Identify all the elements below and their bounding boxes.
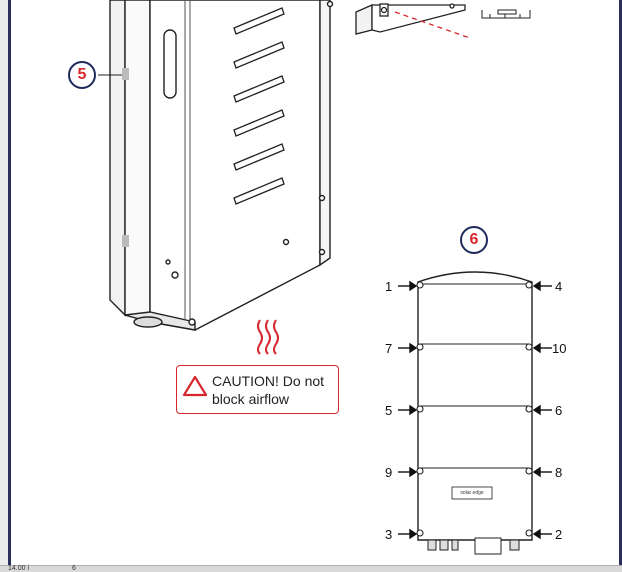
caution-box: CAUTION! Do not block airflow [176, 365, 339, 414]
bolt-arrows-left [398, 280, 418, 540]
bolt-label-left-5: 3 [385, 527, 393, 542]
bolt-label-right-1: 4 [555, 279, 563, 294]
bolt-label-right-2: 10 [552, 341, 567, 356]
page-frame-left [0, 0, 11, 566]
mounting-bracket [355, 3, 471, 39]
bolt-arrows-right [532, 280, 552, 540]
status-bar: 14.00 i 6 [0, 565, 622, 572]
status-bar-page: 6 [72, 565, 76, 572]
step-badge-5: 5 [68, 61, 96, 89]
bolt-label-left-3: 5 [385, 403, 393, 418]
heat-waves-icon [257, 319, 279, 355]
bolt-label-left-2: 7 [385, 341, 393, 356]
status-bar-zoom: 14.00 i [8, 565, 30, 572]
bolt-label-left-4: 9 [385, 465, 393, 480]
connector-sketch [481, 9, 531, 19]
page-frame-right [619, 0, 622, 566]
warning-triangle-icon [182, 375, 208, 397]
device-brand-label: solar edge [460, 490, 484, 496]
bolt-label-right-4: 8 [555, 465, 563, 480]
bolt-label-right-5: 2 [555, 527, 563, 542]
step-badge-6: 6 [460, 226, 488, 254]
inverter-side-view [109, 0, 334, 331]
caution-text: CAUTION! Do not block airflow [212, 373, 325, 407]
inverter-front-view [416, 271, 533, 555]
bolt-label-right-3: 6 [555, 403, 563, 418]
bolt-label-left-1: 1 [385, 279, 393, 294]
